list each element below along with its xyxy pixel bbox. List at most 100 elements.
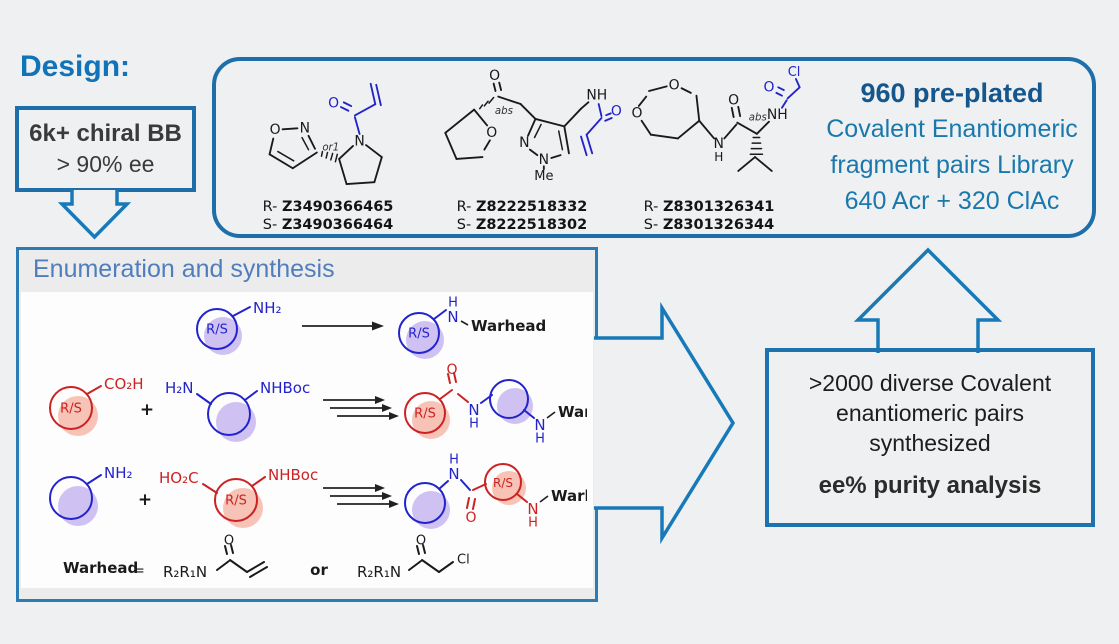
atom-h: H <box>535 432 545 447</box>
nhboc-label: NHBoc <box>268 466 318 484</box>
enumeration-box: Enumeration and synthesis R/S NH₂ R/S H … <box>16 247 598 602</box>
atom-h: H <box>448 296 458 311</box>
library-line-3: 640 Acr + 320 ClAc <box>844 187 1060 215</box>
down-block-arrow <box>57 190 132 240</box>
library-box: O N or1 N <box>212 57 1096 238</box>
id-prefix: R- <box>456 199 472 215</box>
ketone: O <box>489 68 537 120</box>
chiral-shadow <box>223 488 263 528</box>
atom-o: O <box>224 534 234 549</box>
chiral-shadow <box>492 471 526 505</box>
atom-n: N <box>714 136 724 152</box>
linker-amide: NH <box>563 88 607 128</box>
stereo-bond-hashed <box>320 150 339 163</box>
acrylamide <box>216 544 268 578</box>
compound-id: Z3490366465 <box>281 199 394 215</box>
pyrazole-ring: N N Me <box>519 117 570 184</box>
atom-cl: Cl <box>788 65 801 80</box>
rs-label: R/S <box>493 476 513 490</box>
atom-n: N <box>448 465 459 483</box>
structure-3: O O N H O abs <box>604 65 814 234</box>
atom-o: O <box>611 103 622 119</box>
plus-sign: + <box>138 490 152 510</box>
isoxazole-ring: O N <box>268 120 318 170</box>
or-label: or <box>310 561 328 579</box>
atom-o: O <box>446 362 457 378</box>
enumeration-panel: R/S NH₂ R/S H N Warhead R/S CO₂H + H₂N <box>21 292 593 588</box>
arrowhead <box>372 321 384 331</box>
atom-n: N <box>447 308 458 326</box>
id-prefix: R- <box>262 199 278 215</box>
stereo-label-or1: or1 <box>322 142 339 153</box>
atom-n: N <box>519 135 529 151</box>
compound-id: Z8301326344 <box>662 217 775 233</box>
atom-n: N <box>534 416 545 434</box>
design-heading: Design: <box>20 50 131 83</box>
nh2-label: NH₂ <box>104 464 133 482</box>
result-box: >2000 diverse Covalent enantiomeric pair… <box>765 348 1095 527</box>
atom-n: N <box>539 152 549 168</box>
structure-2-ids: R- Z8222518332 S- Z8222518302 <box>416 198 628 234</box>
atom-n: N <box>354 133 364 149</box>
ring-shadow <box>497 388 533 424</box>
acryloyl-warhead: O <box>328 82 382 135</box>
compound-id: Z3490366464 <box>281 217 394 233</box>
ring-shadow <box>412 491 450 529</box>
chloroacetyl-warhead: O Cl <box>763 65 801 109</box>
thf-ring: O <box>444 108 497 160</box>
ho2c-label: HO₂C <box>159 469 199 487</box>
id-prefix: S- <box>643 217 659 233</box>
chiral-shadow <box>412 401 450 439</box>
atom-o: O <box>270 122 281 138</box>
library-description: 960 pre-plated Covalent Enantiomeric fra… <box>808 75 1096 219</box>
library-headline: 960 pre-plated <box>860 78 1044 108</box>
methyl-label: Me <box>534 169 553 184</box>
compound-id: Z8222518332 <box>475 199 588 215</box>
reaction-row-1: R/S NH₂ R/S H N Warhead <box>196 296 546 359</box>
reaction-row-2: R/S CO₂H + H₂N NHBoc R/S O N H <box>49 362 587 447</box>
result-line-2: enantiomeric pairs <box>836 400 1024 426</box>
structure-1-drawing: O N or1 N <box>268 82 383 185</box>
plus-sign: + <box>140 400 154 420</box>
stereo-bond-hashed <box>749 136 764 155</box>
chiral-shadow <box>58 396 98 436</box>
atom-cl: Cl <box>457 553 470 568</box>
dioxepane-ring: O O <box>631 77 701 140</box>
stereo-bond-hashed <box>478 96 495 110</box>
library-line-1: Covalent Enantiomeric <box>826 115 1078 143</box>
r2r1n-label: R₂R₁N <box>357 563 401 581</box>
rs-label: R/S <box>408 327 430 342</box>
nh-label: NH <box>586 88 607 104</box>
rs-label: R/S <box>206 323 228 338</box>
atom-n: N <box>468 401 479 419</box>
h2n-label: H₂N <box>165 379 194 397</box>
library-line-2: fragment pairs Library <box>830 151 1074 179</box>
warhead-label: Warhead <box>551 487 587 505</box>
result-line-3: synthesized <box>869 430 991 456</box>
atom-o: O <box>486 125 497 141</box>
warhead-label: Warhead <box>63 559 138 577</box>
id-prefix: S- <box>262 217 278 233</box>
nh2-label: NH₂ <box>253 299 282 317</box>
structure-2-drawing: O abs O N N <box>444 68 622 184</box>
compound-id: Z8301326341 <box>662 199 775 215</box>
warhead-definition-row: Warhead = R₂R₁N O or R₂R₁N O Cl <box>63 534 470 581</box>
right-block-arrow <box>594 302 736 544</box>
atom-o: O <box>763 79 774 95</box>
result-ee-analysis: ee% purity analysis <box>818 472 1042 499</box>
equals-sign: = <box>133 563 145 579</box>
atom-h: H <box>469 417 479 432</box>
chiral-bb-box: 6k+ chiral BB > 90% ee <box>15 106 196 192</box>
atom-n: N <box>527 500 538 518</box>
structure-2: O abs O N N <box>416 65 628 234</box>
atom-o: O <box>631 105 642 121</box>
chiral-shadow <box>406 321 444 359</box>
nh-label: NH <box>767 107 788 123</box>
rs-label: R/S <box>60 402 82 417</box>
triple-arrow <box>323 484 399 508</box>
structure-1-ids: R- Z3490366465 S- Z3490366464 <box>238 198 418 234</box>
stereo-label-abs: abs <box>495 106 514 117</box>
pyrrolidine-ring: N <box>338 133 383 185</box>
atom-o: O <box>728 92 739 108</box>
atom-o: O <box>328 95 339 111</box>
